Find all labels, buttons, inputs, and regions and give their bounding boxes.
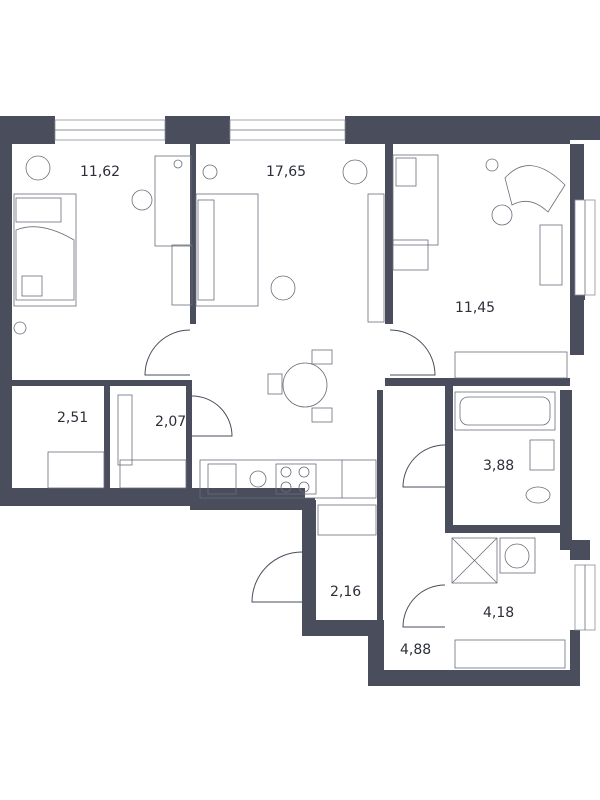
windows bbox=[54, 119, 596, 631]
bedroom2-furniture bbox=[392, 154, 568, 379]
kitchen bbox=[199, 459, 377, 499]
room-area-bathroom: 3,88 bbox=[483, 458, 514, 474]
room-area-closet1: 2,51 bbox=[57, 410, 88, 426]
room-labels: 11,62 17,65 11,45 2,51 2,07 3,88 2,16 4,… bbox=[57, 164, 514, 658]
living-furniture bbox=[171, 159, 385, 423]
room-area-hall: 4,88 bbox=[400, 642, 431, 658]
room-area-toilet-laundry: 4,18 bbox=[483, 605, 514, 621]
closet-furniture bbox=[47, 394, 377, 536]
interior-walls bbox=[12, 144, 570, 620]
door-swings bbox=[144, 329, 446, 628]
room-area-living: 17,65 bbox=[266, 164, 306, 180]
room-area-bedroom2: 11,45 bbox=[455, 300, 495, 316]
bedroom-furniture bbox=[13, 155, 192, 335]
room-area-storage: 2,16 bbox=[330, 584, 361, 600]
bathroom-fixtures bbox=[451, 391, 566, 669]
room-area-bedroom: 11,62 bbox=[80, 164, 120, 180]
outer-walls bbox=[0, 116, 600, 686]
room-area-closet2: 2,07 bbox=[155, 414, 186, 430]
